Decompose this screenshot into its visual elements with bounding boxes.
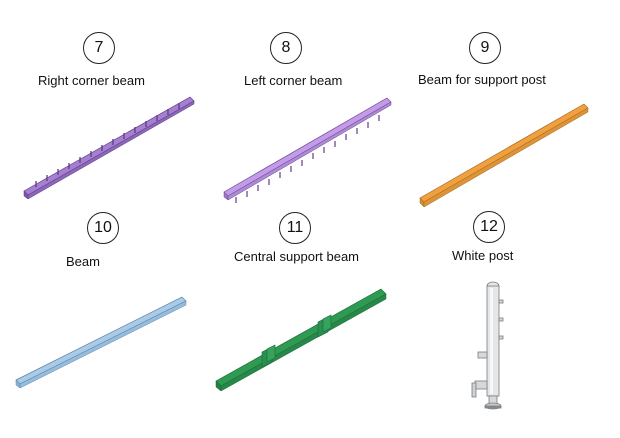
part-label: Beam: [66, 254, 100, 269]
part-label: White post: [452, 248, 514, 263]
part-number-badge: 11: [279, 212, 311, 244]
right-corner-beam-drawing: [23, 96, 195, 200]
beam-for-support-post-drawing: [419, 103, 589, 208]
part-label: Right corner beam: [38, 73, 145, 88]
part-number-badge: 8: [270, 32, 302, 64]
white-post-drawing: [471, 281, 504, 410]
central-support-beam-drawing: [215, 288, 387, 392]
part-label: Central support beam: [234, 249, 360, 264]
left-corner-beam-drawing: [223, 97, 392, 203]
part-number-badge: 7: [83, 32, 115, 64]
part-label: Beam for support post: [418, 72, 546, 87]
beam-drawing: [15, 296, 187, 389]
part-number-badge: 10: [87, 212, 119, 244]
part-label: Left corner beam: [244, 73, 343, 88]
part-number-badge: 12: [473, 211, 505, 243]
part-number-badge: 9: [469, 32, 501, 64]
